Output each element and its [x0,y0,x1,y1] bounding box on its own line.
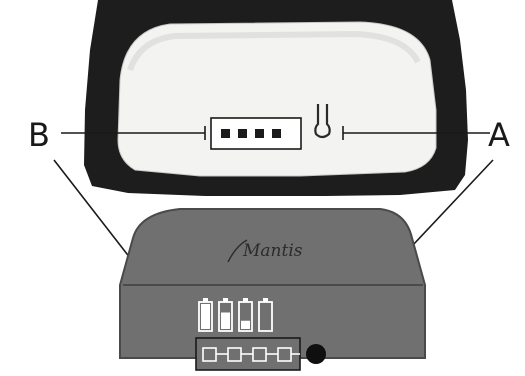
tool-led [272,129,281,138]
tool-led [221,129,230,138]
tool-face-light [118,22,436,176]
power-button[interactable] [306,344,326,364]
tool-led [255,129,264,138]
display-unit: Mantis [120,209,425,370]
tool-led [238,129,247,138]
battery-fill [201,304,210,329]
tool-top-view [84,0,468,196]
callout-label-a: A [488,116,510,154]
brand-logo: Mantis [242,241,303,261]
battery-fill [241,321,250,329]
callout-label-b: B [28,116,50,154]
unit-body [120,209,425,358]
battery-fill [221,313,230,330]
